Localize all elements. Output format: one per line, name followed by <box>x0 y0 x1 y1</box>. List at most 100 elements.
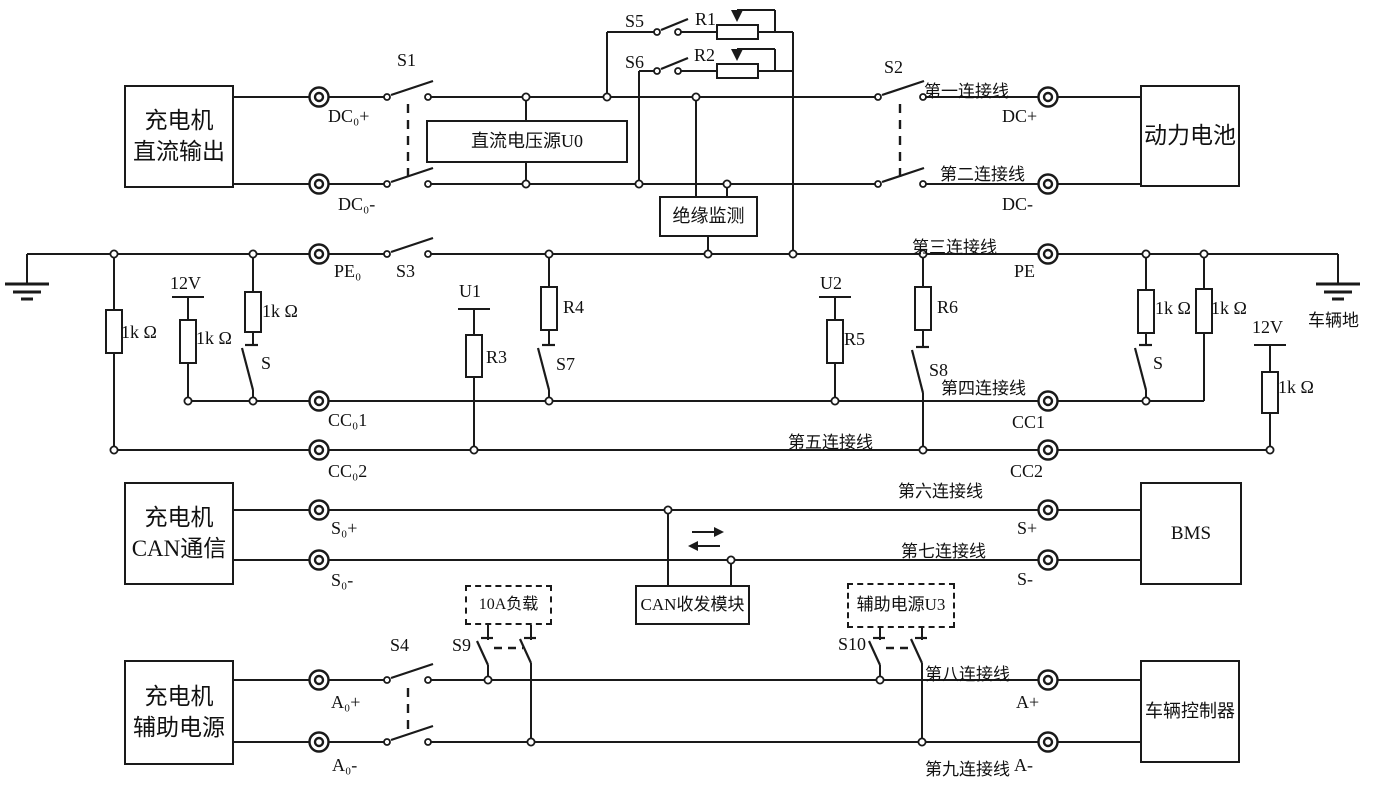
block-label: BMS <box>1170 522 1212 544</box>
junction-dot <box>602 92 612 102</box>
label-line1: 第一连接线 <box>924 82 1009 101</box>
label-s5: S5 <box>625 11 645 31</box>
block-dc-voltage-source-u0: 直流电压源U0 <box>426 120 628 163</box>
resistor-1k-12v-left <box>179 319 197 364</box>
terminal-cc01 <box>308 390 330 412</box>
block-label: 充电机 <box>144 108 214 134</box>
junction-dot <box>691 92 701 102</box>
label-s1: S1 <box>397 50 417 70</box>
label-s8: S8 <box>929 360 949 380</box>
label-terminal-a0-plus: A₀+ <box>331 692 361 712</box>
junction-dot <box>1141 249 1151 259</box>
block-charger-aux-power: 充电机 辅助电源 <box>124 660 234 765</box>
label-terminal-pe0: PE₀ <box>334 261 362 281</box>
resistor-r5 <box>826 319 844 364</box>
switch-s8 <box>910 345 929 394</box>
terminal-pe <box>1037 243 1059 265</box>
terminal-a-minus <box>1037 731 1059 753</box>
label-r1: R1 <box>695 9 717 29</box>
label-1k-left-outer: 1k Ω <box>121 322 157 342</box>
switch-pole <box>874 93 882 101</box>
label-line6: 第六连接线 <box>898 482 983 501</box>
terminal-dc-minus <box>1037 173 1059 195</box>
junction-dot <box>1141 396 1151 406</box>
block-label: 直流输出 <box>133 138 225 164</box>
label-line2: 第二连接线 <box>940 165 1025 184</box>
block-label: 10A负载 <box>478 596 539 614</box>
junction-dot <box>483 675 493 685</box>
switch-pole <box>919 180 927 188</box>
switch-s-right <box>1133 343 1152 391</box>
junction-dot <box>830 396 840 406</box>
block-label: 动力电池 <box>1144 122 1236 148</box>
switch-pole <box>383 676 391 684</box>
block-10a-load: 10A负载 <box>465 585 552 625</box>
block-power-battery: 动力电池 <box>1140 85 1240 187</box>
terminal-a-plus <box>1037 669 1059 691</box>
switch-pole <box>424 93 432 101</box>
terminal-s0-minus <box>308 549 330 571</box>
block-bms: BMS <box>1140 482 1242 585</box>
label-terminal-cc02: CC₀2 <box>328 461 368 481</box>
chassis-ground-icon <box>5 282 49 301</box>
block-vehicle-controller: 车辆控制器 <box>1140 660 1240 763</box>
label-1k-12v-right: 1k Ω <box>1278 377 1314 397</box>
switch-s3-blade <box>390 236 434 254</box>
block-label: 辅助电源 <box>133 714 225 740</box>
label-terminal-cc01: CC₀1 <box>328 410 368 430</box>
terminal-cc02 <box>308 439 330 461</box>
label-terminal-dc0-minus: DC₀- <box>338 194 376 214</box>
terminal-dc-plus <box>1037 86 1059 108</box>
block-can-transceiver: CAN收发模块 <box>635 585 750 625</box>
junction-dot <box>521 92 531 102</box>
switch-s1-blade-top <box>390 79 434 97</box>
junction-dot <box>918 445 928 455</box>
label-terminal-pe: PE <box>1014 261 1036 281</box>
junction-dot <box>703 249 713 259</box>
switch-s9-poles <box>476 636 536 666</box>
junction-dot <box>918 249 928 259</box>
block-label: 车辆控制器 <box>1145 700 1235 721</box>
label-r5: R5 <box>844 329 866 349</box>
label-terminal-s-minus: S- <box>1017 569 1034 589</box>
label-terminal-s0-minus: S₀- <box>331 570 354 590</box>
junction-dot <box>788 249 798 259</box>
resistor-r6 <box>914 286 932 331</box>
label-terminal-s-plus: S+ <box>1017 518 1038 538</box>
label-terminal-dc-plus: DC+ <box>1002 106 1038 126</box>
junction-dot <box>544 249 554 259</box>
junction-dot <box>1199 249 1209 259</box>
block-charger-can: 充电机 CAN通信 <box>124 482 234 585</box>
can-rx-arrow-icon <box>688 541 720 551</box>
block-insulation-monitor: 绝缘监测 <box>659 196 758 237</box>
switch-s10-poles <box>868 636 927 666</box>
label-r6: R6 <box>937 297 959 317</box>
label-terminal-a-minus: A- <box>1014 755 1033 775</box>
can-tx-arrow-icon <box>692 527 724 537</box>
label-s3: S3 <box>396 261 416 281</box>
block-label: 直流电压源U0 <box>471 130 583 151</box>
label-s-right: S <box>1153 353 1164 373</box>
label-s2: S2 <box>884 57 904 77</box>
switch-s2-blade-top <box>881 79 925 97</box>
block-aux-source-u3: 辅助电源U3 <box>847 583 955 628</box>
switch-pole <box>424 250 432 258</box>
resistor-r4 <box>540 286 558 331</box>
label-terminal-a0-minus: A₀- <box>332 755 358 775</box>
label-line5: 第五连接线 <box>788 433 873 452</box>
block-charger-dc-output: 充电机 直流输出 <box>124 85 234 188</box>
label-1k-right-mid: 1k Ω <box>1211 298 1247 318</box>
vehicle-ground-icon <box>1316 282 1360 301</box>
switch-s1-blade-bottom <box>390 166 434 184</box>
junction-dot <box>109 249 119 259</box>
resistor-r2-wiper-arrow-icon <box>731 48 776 71</box>
label-u1: U1 <box>459 281 481 301</box>
resistor-1k-12v-right <box>1261 371 1279 414</box>
terminal-a0-minus <box>308 731 330 753</box>
switch-pole <box>874 180 882 188</box>
terminal-pe0 <box>308 243 330 265</box>
junction-dot <box>248 249 258 259</box>
switch-pole <box>653 28 661 36</box>
junction-dot <box>526 737 536 747</box>
